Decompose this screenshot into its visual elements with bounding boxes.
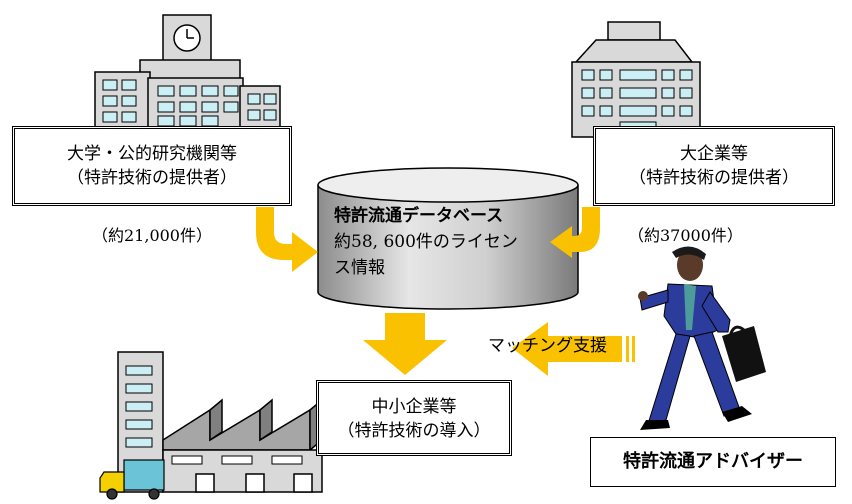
database-cylinder <box>317 167 579 310</box>
enterprise-role: （特許技術の提供者） <box>629 168 799 188</box>
sme-name: 中小企業等 <box>371 397 457 417</box>
database-description-line2: ス情報 <box>334 258 385 278</box>
database-label: 特許流通データベース 約58, 600件のライセン ス情報 <box>334 203 574 281</box>
advisor-label-box: 特許流通アドバイザー <box>590 437 836 487</box>
university-building-icon <box>94 14 281 128</box>
truck-icon <box>99 459 165 500</box>
arrow-enterprise-to-database <box>550 207 600 258</box>
businessman-figure-icon <box>638 246 766 430</box>
university-count: （約21,000件） <box>92 226 212 245</box>
enterprise-building-icon <box>571 21 701 138</box>
factory-icon <box>117 351 323 493</box>
enterprise-provider-box: 大企業等 （特許技術の提供者） <box>593 126 835 206</box>
sme-role: （特許技術の導入） <box>337 421 491 441</box>
database-title: 特許流通データベース <box>334 206 504 226</box>
enterprise-count: （約37000件） <box>628 226 743 245</box>
database-description-line1: 約58, 600件のライセン <box>334 232 518 252</box>
university-name: 大学・公的研究機関等 <box>67 144 237 164</box>
enterprise-name: 大企業等 <box>680 144 748 164</box>
university-provider-box: 大学・公的研究機関等 （特許技術の提供者） <box>12 126 292 206</box>
sme-box: 中小企業等 （特許技術の導入） <box>316 380 512 456</box>
university-role: （特許技術の提供者） <box>67 168 237 188</box>
arrow-university-to-database <box>256 207 318 272</box>
arrow-database-to-sme <box>363 313 447 375</box>
arrow-matching-support <box>512 322 635 376</box>
matching-support-label: マッチング支援 <box>488 336 607 356</box>
